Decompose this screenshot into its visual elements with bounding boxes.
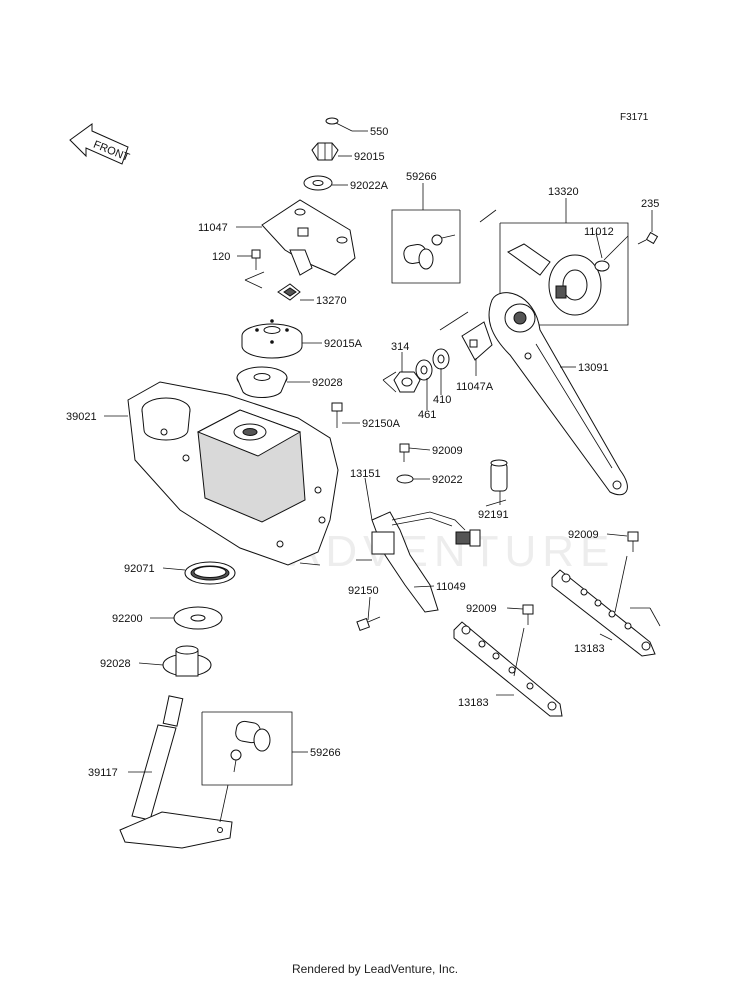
figure-id: F3171 [620,112,649,123]
link-plate-left-icon [453,621,563,717]
callout-550: 550 [370,126,388,138]
link-bolt-right-icon [614,531,639,613]
spring-washer-icon [415,359,433,381]
callout-59266-top: 59266 [406,171,437,183]
steering-arm-icon [488,292,628,496]
callout-92150A: 92150A [362,418,401,430]
housing-bolt-icon [331,402,343,428]
screw-icon [637,231,659,245]
steering-housing-icon [127,381,339,566]
callout-13270: 13270 [316,295,347,307]
cable-assembly-box [499,222,629,326]
sensor-bolt-icon [399,443,410,462]
callout-92028-top: 92028 [312,377,343,389]
steering-shaft-icon [119,695,233,849]
callout-461: 461 [418,409,436,421]
callout-410: 410 [433,394,451,406]
link-clip-icon [277,283,301,301]
bearing-icon [241,319,303,359]
callout-92200: 92200 [112,613,143,625]
ball-joint-box-top [391,209,497,284]
callout-92022A: 92022A [350,180,389,192]
callout-92009-left: 92009 [466,603,497,615]
link-plate-right-icon [551,569,656,657]
callout-11012: 11012 [584,226,614,238]
callout-92009-top: 92009 [432,445,463,457]
callout-39021: 39021 [66,411,97,423]
callout-11047: 11047 [198,222,228,234]
callout-13183-right: 13183 [574,643,605,655]
callout-92015A: 92015A [324,338,363,350]
callout-13183-left: 13183 [458,697,489,709]
leader-lines [104,130,653,773]
callout-59266-bottom: 59266 [310,747,341,759]
callout-11049: 11049 [436,581,466,593]
callout-92015: 92015 [354,151,385,163]
callout-235: 235 [641,198,659,210]
callout-314: 314 [391,341,409,353]
footer-credit: Rendered by LeadVenture, Inc. [291,962,459,976]
callout-13320: 13320 [548,186,579,198]
steering-bracket-icon [261,199,356,276]
seal-icon [236,366,288,399]
callout-11047A: 11047A [456,381,494,393]
spacer-ring-icon [173,606,223,630]
callout-92191: 92191 [478,509,509,521]
bolt-icon [251,249,261,270]
callout-92022: 92022 [432,474,463,486]
washer-icon [303,175,333,191]
lower-bolt-icon [356,616,381,632]
callout-92071: 92071 [124,563,155,575]
callout-13091: 13091 [578,362,609,374]
part-labels: 550 92015 92022A 59266 13320 235 11047 1… [66,126,659,779]
callout-92028-bottom: 92028 [100,658,131,670]
callout-92009-right: 92009 [568,529,599,541]
front-arrow-icon: FRONT [69,123,131,165]
nut-icon [393,371,421,393]
watermark: ADVENTURE [290,527,615,576]
callout-120: 120 [212,251,230,263]
oring-icon [184,561,236,585]
cotter-pin-icon [325,117,353,132]
ball-joint-box-bottom [201,711,293,786]
callout-13151: 13151 [350,468,381,480]
plate-icon [461,321,493,361]
link-bolt-left-icon [513,604,534,677]
flat-washer-icon [432,348,450,370]
callout-39117: 39117 [88,767,118,779]
callout-92150: 92150 [348,585,379,597]
castle-nut-icon [311,142,339,161]
lower-seal-icon [162,645,212,677]
